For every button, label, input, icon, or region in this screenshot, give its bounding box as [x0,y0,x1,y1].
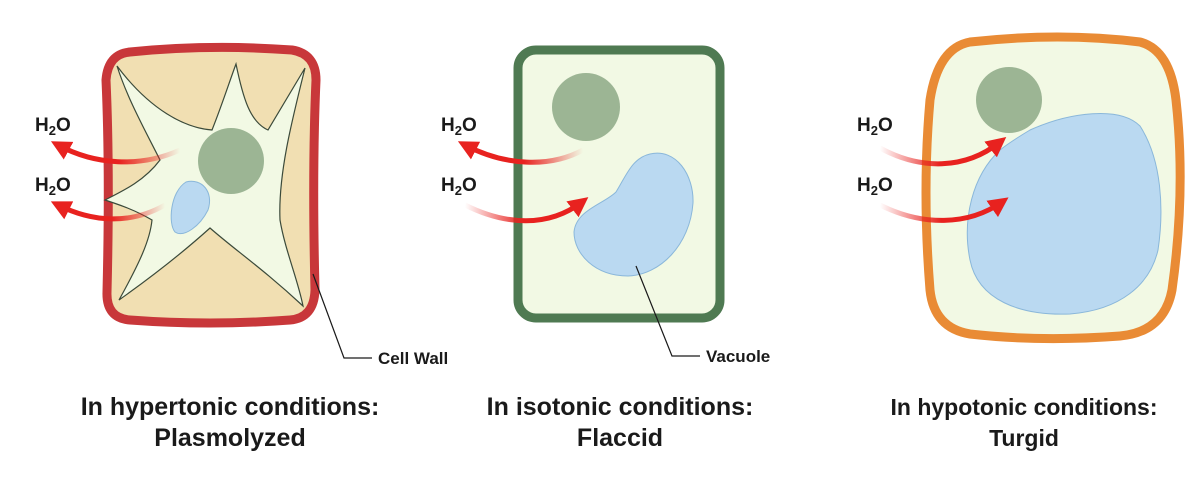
plasmolyzed-cell [101,42,321,328]
flaccid-cell [513,45,725,323]
water-arrow [50,201,167,222]
outflow-arrows [50,141,182,222]
water-arrow [463,197,589,224]
vacuole [170,180,210,234]
state-label: Flaccid [576,424,664,452]
vacuole-label: Vacuole [706,347,770,366]
plasmolyzed-caption: In hypertonic conditions: Plasmolyzed [20,392,440,454]
condition-label: In hypertonic conditions: [80,393,380,421]
turgid-caption: In hypotonic conditions: Turgid [848,392,1200,454]
water-label: H2O [441,175,477,198]
condition-label: In hypotonic conditions: [890,394,1158,420]
cell-wall-label: Cell Wall [378,349,448,368]
flaccid-caption: In isotonic conditions: Flaccid [410,392,830,454]
water-arrow [878,197,1009,223]
equilibrium-arrows [457,141,589,224]
nucleus [976,67,1042,133]
water-label: H2O [35,175,71,198]
condition-label: In isotonic conditions: [486,393,754,421]
plasma-membrane [103,61,306,308]
state-label: Plasmolyzed [154,424,306,452]
turgid-cell [921,32,1185,344]
water-label: H2O [857,175,893,198]
nucleus [552,73,620,141]
inflow-arrows [878,137,1009,223]
water-arrow [457,141,585,165]
water-arrow [50,141,182,165]
cell-wall-leader-line [312,273,372,359]
vacuole [966,113,1162,315]
water-arrow [878,137,1007,167]
vacuole-leader-line [635,265,700,357]
nucleus [198,128,264,194]
state-label: Turgid [989,425,1059,451]
water-label: H2O [441,115,477,138]
vacuole [573,152,694,277]
water-label: H2O [857,115,893,138]
water-label: H2O [35,115,71,138]
